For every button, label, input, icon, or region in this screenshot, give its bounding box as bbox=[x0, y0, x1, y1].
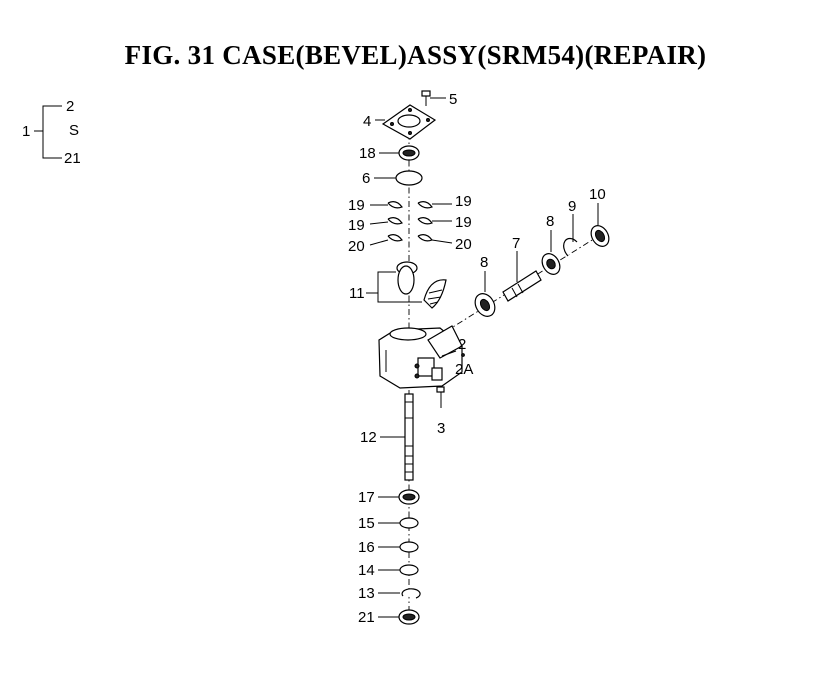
callout-15: 15 bbox=[358, 515, 375, 532]
part-10-oil-seal bbox=[590, 225, 610, 247]
part-16-washer bbox=[399, 541, 419, 553]
legend-first-number: 2 bbox=[66, 98, 74, 115]
callout-13: 13 bbox=[358, 585, 375, 602]
callout-20-left: 20 bbox=[348, 238, 365, 255]
callout-18: 18 bbox=[359, 145, 376, 162]
part-8-bearing-left bbox=[474, 293, 496, 317]
part-3-screw bbox=[436, 386, 445, 408]
part-14-washer bbox=[399, 564, 419, 576]
callout-11: 11 bbox=[349, 285, 365, 302]
legend-parent-number: 1 bbox=[22, 123, 30, 140]
callout-21: 21 bbox=[358, 609, 375, 626]
callout-7: 7 bbox=[512, 235, 520, 252]
part-8-bearing-right bbox=[541, 253, 561, 275]
part-13-snap-ring bbox=[401, 588, 421, 599]
part-2-gear-case bbox=[378, 325, 463, 389]
part-17-bearing bbox=[398, 489, 420, 505]
callout-9: 9 bbox=[568, 198, 576, 215]
part-5-screw bbox=[421, 90, 446, 106]
part-7-pinion-shaft bbox=[502, 270, 542, 302]
callout-2A: 2A bbox=[455, 361, 473, 378]
callout-19-right-bottom: 19 bbox=[455, 214, 472, 231]
callout-8-left: 8 bbox=[480, 254, 488, 271]
part-4-cover bbox=[381, 104, 437, 140]
figure-title: FIG. 31 CASE(BEVEL)ASSY(SRM54)(REPAIR) bbox=[124, 40, 707, 70]
part-15-washer bbox=[399, 517, 419, 529]
callout-5: 5 bbox=[449, 91, 457, 108]
callout-19-left-top: 19 bbox=[348, 197, 365, 214]
callout-2: 2 bbox=[458, 336, 466, 353]
callout-3: 3 bbox=[437, 420, 445, 437]
callout-6: 6 bbox=[362, 170, 370, 187]
part-6-o-ring bbox=[395, 170, 423, 186]
legend-range-mark: S bbox=[69, 122, 79, 139]
legend-last-number: 21 bbox=[64, 150, 81, 167]
part-18-bearing bbox=[398, 145, 420, 161]
callout-12: 12 bbox=[360, 429, 377, 446]
callout-19-left-bottom: 19 bbox=[348, 217, 365, 234]
callout-17: 17 bbox=[358, 489, 375, 506]
part-21-oil-seal bbox=[398, 609, 420, 625]
callout-14: 14 bbox=[358, 562, 375, 579]
callout-20-right: 20 bbox=[455, 236, 472, 253]
callout-10: 10 bbox=[589, 186, 606, 203]
part-11-bevel-gear-set bbox=[396, 261, 447, 309]
assembly-legend: 1 2 S 21 bbox=[22, 98, 81, 167]
shims-19-20 bbox=[387, 201, 433, 242]
callout-8-right: 8 bbox=[546, 213, 554, 230]
callout-19-right-top: 19 bbox=[455, 193, 472, 210]
callout-16: 16 bbox=[358, 539, 375, 556]
part-9-snap-ring bbox=[563, 237, 578, 257]
part-12-output-shaft bbox=[404, 393, 414, 481]
callout-4: 4 bbox=[363, 113, 371, 130]
